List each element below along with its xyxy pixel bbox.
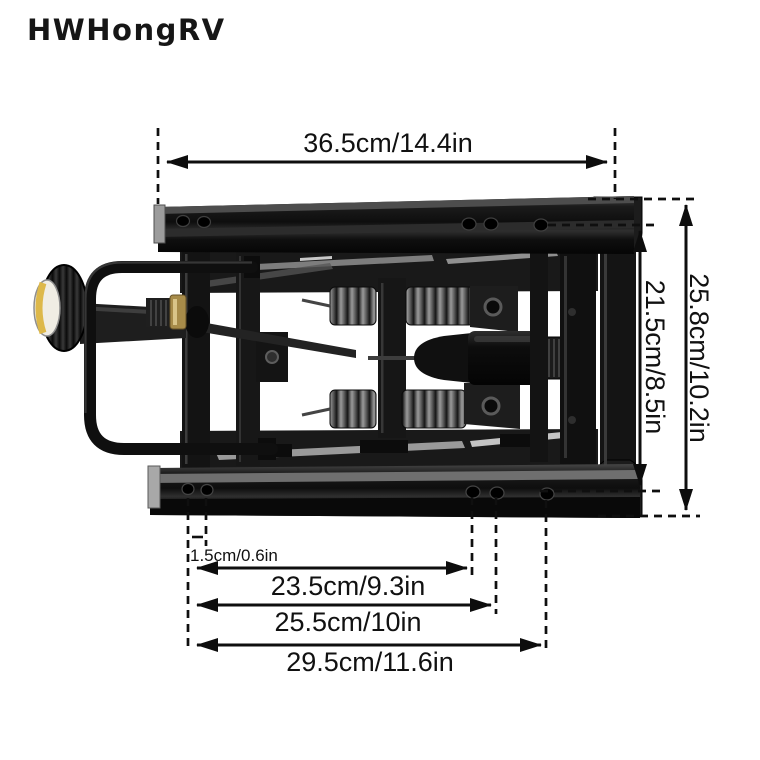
dimension-label: 25.5cm/10in xyxy=(274,607,421,637)
dimension-label: 1.5cm/0.6in xyxy=(190,546,278,565)
dimension-right-heights: 21.5cm/8.5in 25.8cm/10.2in xyxy=(540,197,714,518)
coil-spring xyxy=(329,389,377,429)
dimension-bottom-spans: 1.5cm/0.6in 23.5cm/9.3in 25.5cm/10in 29.… xyxy=(186,497,548,677)
bolt-hole xyxy=(533,218,549,232)
dimension-label: 29.5cm/11.6in xyxy=(286,647,454,677)
release-handle xyxy=(84,256,278,460)
bottom-slide-rail xyxy=(147,464,640,518)
product-photo xyxy=(33,196,643,518)
bolt-hole xyxy=(196,215,212,229)
rail-end-bracket xyxy=(153,204,166,244)
bolt-hole xyxy=(181,482,195,496)
adjustment-knob xyxy=(33,264,209,352)
coil-spring xyxy=(405,286,475,326)
seat-mechanism xyxy=(180,247,598,471)
dimension-label: 21.5cm/8.5in xyxy=(640,280,670,435)
bolt-hole xyxy=(465,485,481,499)
brand-logo: HWHongRV xyxy=(27,13,226,47)
handle-tube xyxy=(84,261,278,455)
bolt-hole xyxy=(175,214,191,228)
bolt-hole xyxy=(200,483,214,497)
brass-fitting xyxy=(169,294,187,330)
dimension-top-width: 36.5cm/14.4in xyxy=(156,128,617,204)
spindle-rod xyxy=(190,320,356,358)
linkage-rod xyxy=(236,255,434,271)
bolt-hole xyxy=(483,217,499,231)
dimension-label: 25.8cm/10.2in xyxy=(684,273,714,443)
rail-end-bracket xyxy=(147,465,161,509)
coil-springs xyxy=(329,286,475,429)
coil-spring xyxy=(329,286,377,326)
bolt-hole xyxy=(461,217,477,231)
coil-spring xyxy=(401,389,467,429)
top-slide-rail xyxy=(153,196,634,254)
dimension-label: 23.5cm/9.3in xyxy=(271,571,426,601)
dimension-label: 36.5cm/14.4in xyxy=(303,128,473,158)
